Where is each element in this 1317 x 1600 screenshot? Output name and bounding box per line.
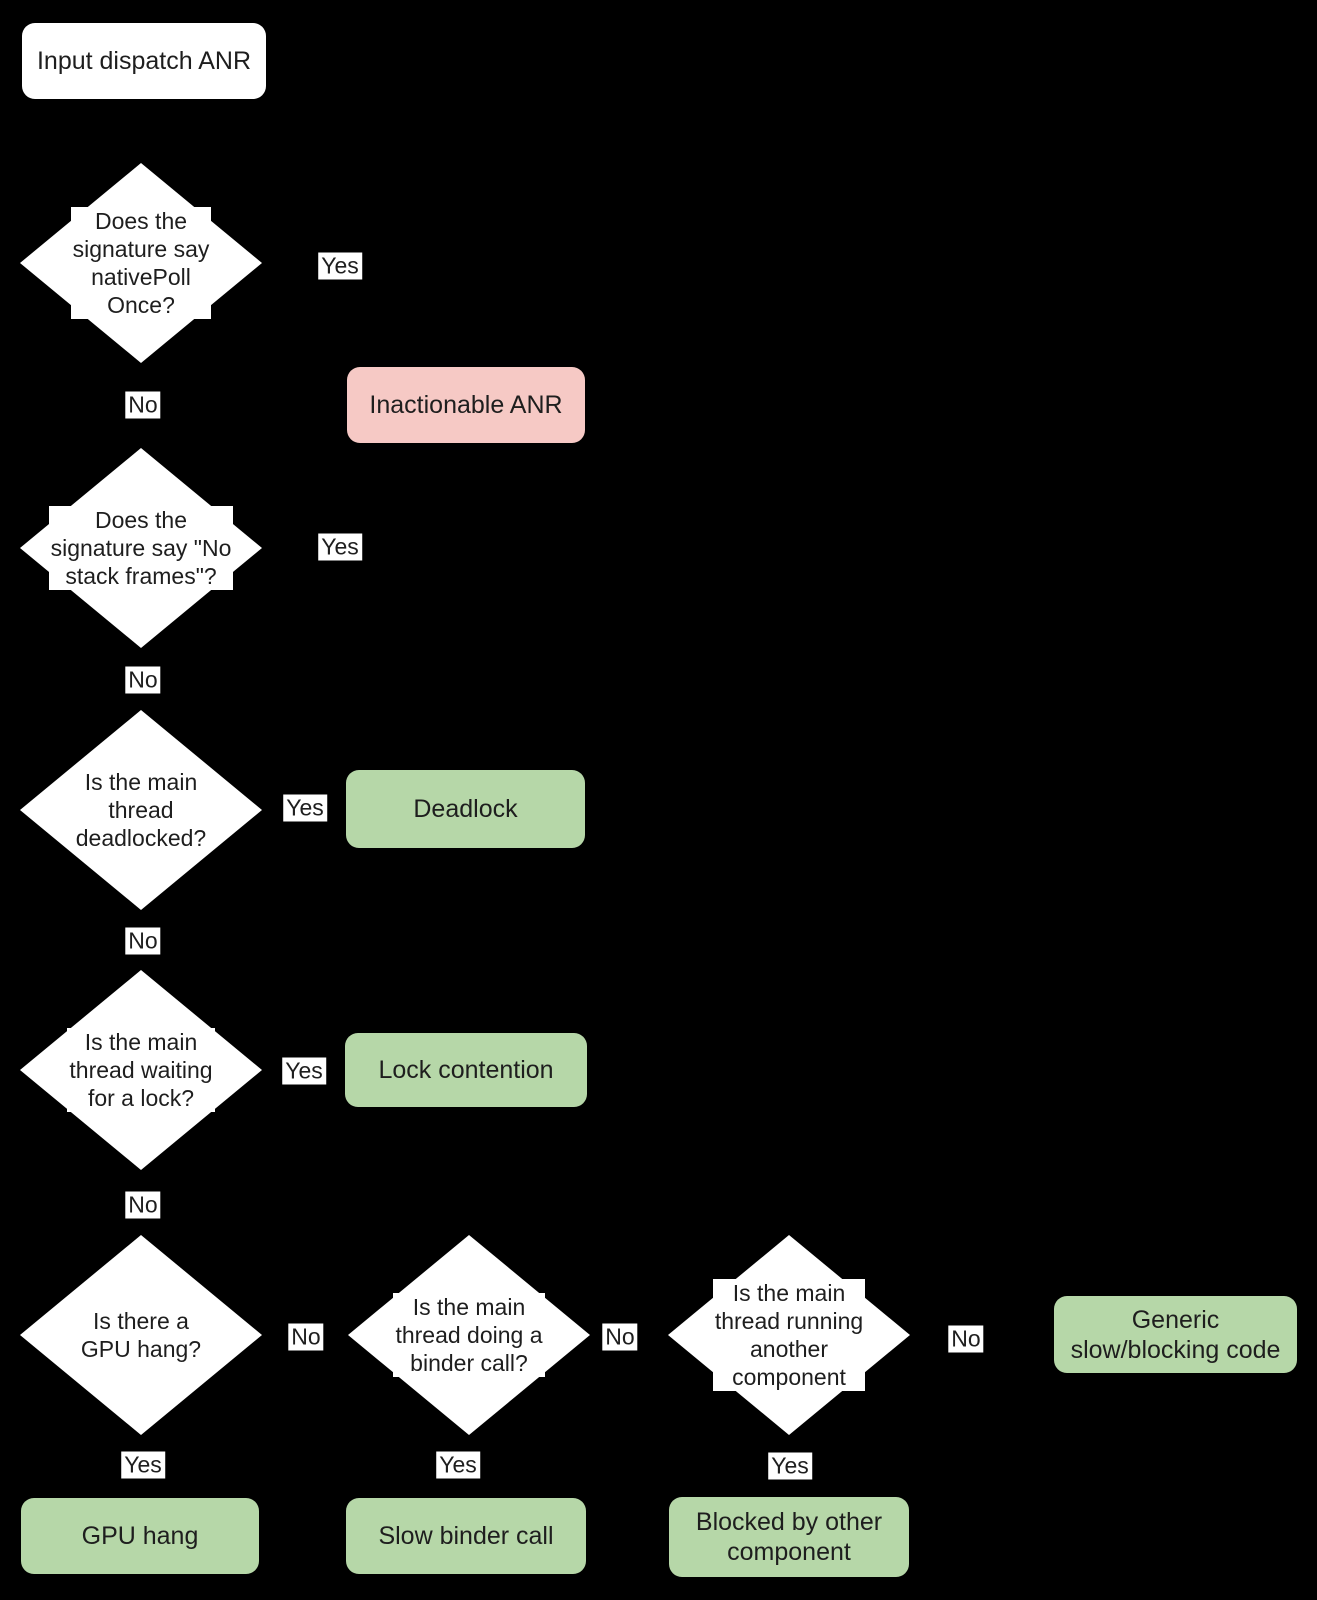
edge-label-no-2: No [125,666,161,694]
decision-main-thread-waiting-lock: Is the main thread waiting for a lock? [20,970,262,1170]
decision-label: Is the main thread deadlocked? [73,768,209,852]
decision-binder-call: Is the main thread doing a binder call? [348,1235,590,1435]
decision-label: Is the main thread running another compo… [712,1279,866,1391]
edge-label-no-4: No [125,1191,161,1219]
edge-label-yes-2: Yes [318,533,362,561]
outcome-generic-slow-blocking: Generic slow/blocking code [1054,1296,1297,1373]
outcome-blocked-by-other: Blocked by other component [669,1497,909,1577]
decision-no-stack-frames: Does the signature say "No stack frames"… [20,448,262,648]
edge-label-no-6: No [602,1323,638,1351]
edge-label-no-1: No [125,391,161,419]
edge-label-yes-7: Yes [768,1452,812,1480]
outcome-inactionable-anr: Inactionable ANR [347,367,585,443]
decision-label: Is there a GPU hang? [78,1307,204,1363]
decision-label: Does the signature say nativePoll Once? [70,207,212,319]
edge-label-no-3: No [125,927,161,955]
outcome-lock-contention: Lock contention [345,1033,587,1107]
decision-label: Is the main thread waiting for a lock? [67,1028,215,1112]
decision-native-poll-once: Does the signature say nativePoll Once? [20,163,262,363]
outcome-gpu-hang: GPU hang [21,1498,259,1574]
edge-label-yes-5: Yes [121,1451,165,1479]
edge-label-yes-6: Yes [436,1451,480,1479]
outcome-deadlock: Deadlock [346,770,585,848]
decision-running-another-component: Is the main thread running another compo… [668,1235,910,1435]
edge-label-yes-1: Yes [318,252,362,280]
decision-label: Is the main thread doing a binder call? [393,1293,545,1377]
decision-main-thread-deadlocked: Is the main thread deadlocked? [20,710,262,910]
edge-label-no-5: No [288,1323,324,1351]
start-node-input-dispatch-anr: Input dispatch ANR [22,23,266,99]
outcome-slow-binder-call: Slow binder call [346,1498,586,1574]
edge-label-no-7: No [948,1325,984,1353]
edge-label-yes-3: Yes [283,794,327,822]
edge-label-yes-4: Yes [282,1057,326,1085]
decision-gpu-hang: Is there a GPU hang? [20,1235,262,1435]
decision-label: Does the signature say "No stack frames"… [48,506,234,590]
